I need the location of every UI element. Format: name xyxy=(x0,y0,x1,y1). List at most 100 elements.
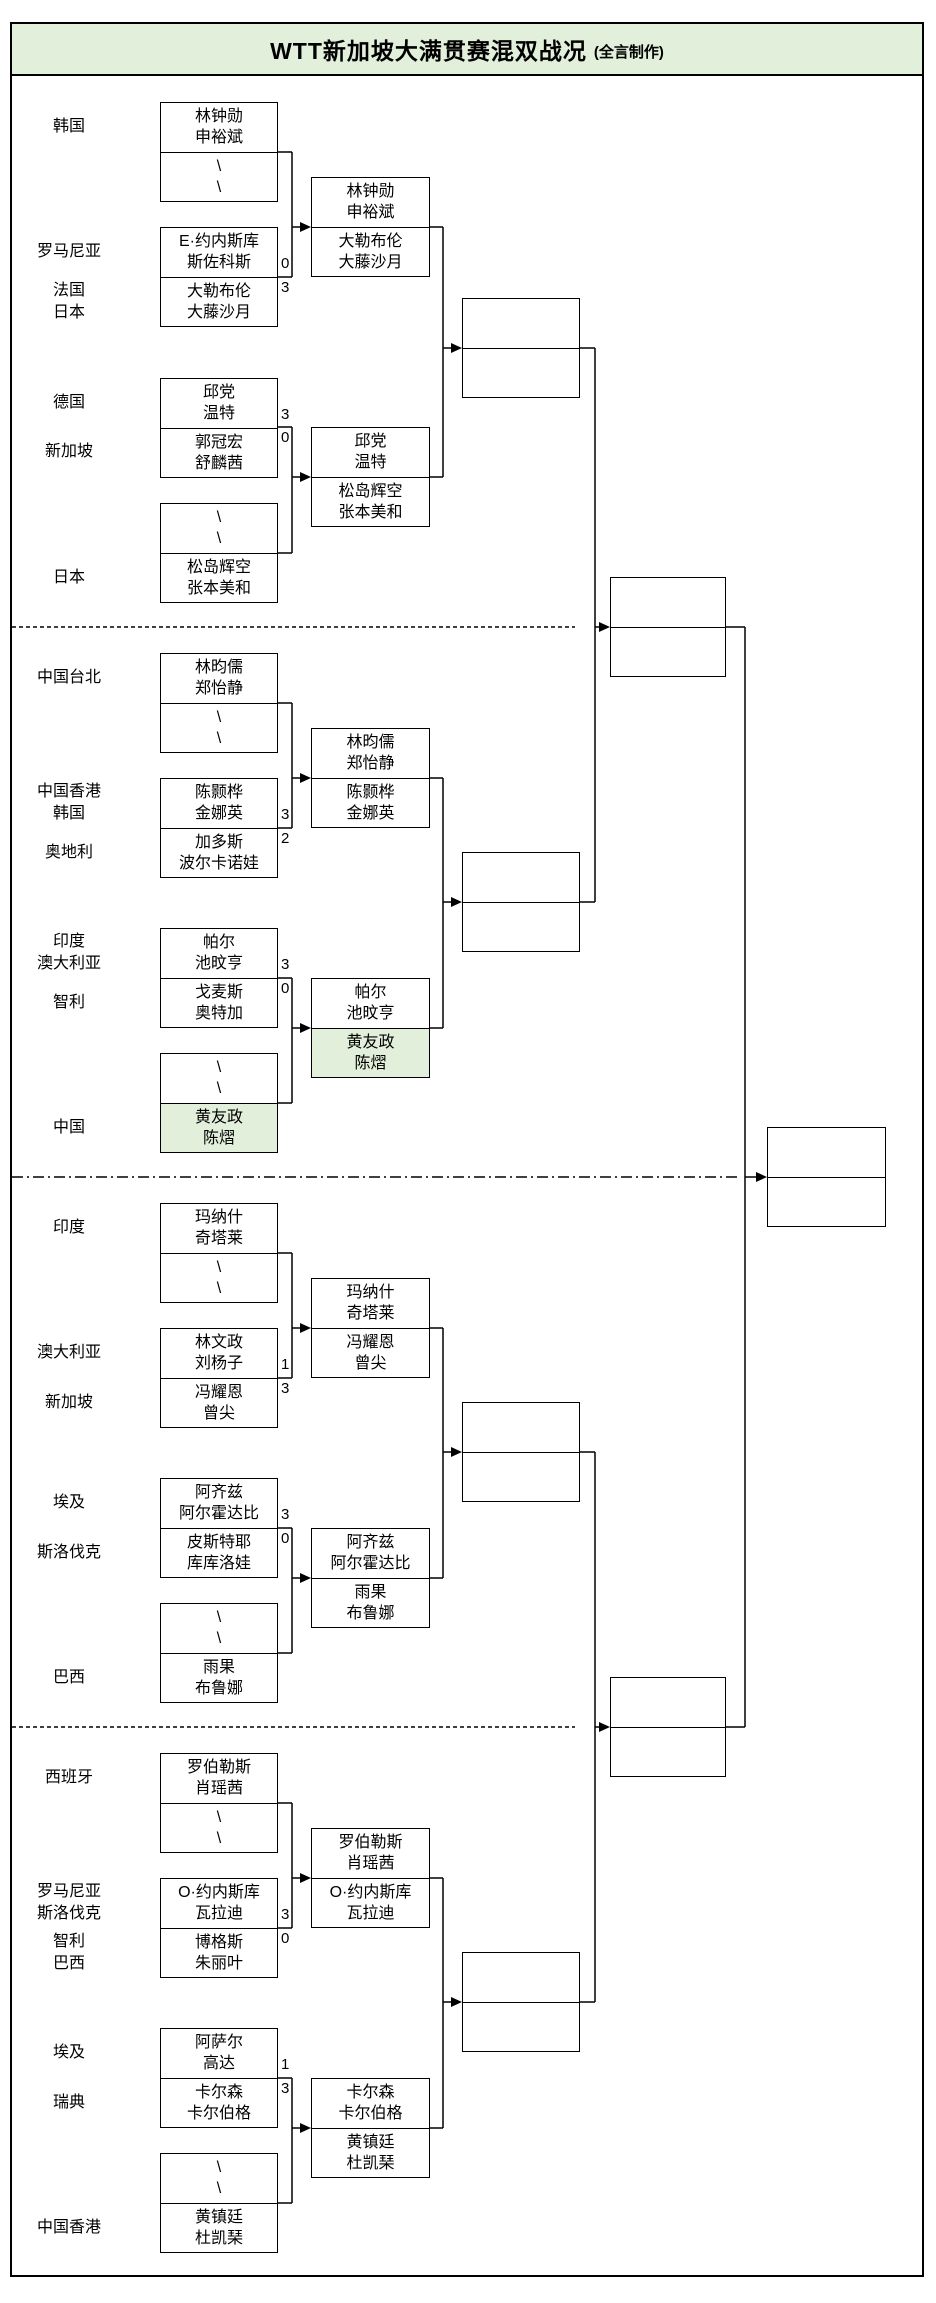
r32-match-box: E·约内斯库斯佐科斯大勒布伦大藤沙月 xyxy=(160,227,278,327)
country-label: 澳大利亚 xyxy=(14,1328,124,1378)
country-name: 巴西 xyxy=(52,1669,85,1686)
country-name: 韩国 xyxy=(52,118,85,135)
player-name: 松岛辉空 xyxy=(338,482,403,500)
team-cell: 大勒布伦大藤沙月 xyxy=(312,226,429,277)
country-name: 智利 xyxy=(52,1933,85,1950)
country-label: 智利巴西 xyxy=(14,1928,124,1978)
player-name: 帕尔 xyxy=(202,934,235,952)
player-name: 布鲁娜 xyxy=(346,1604,395,1622)
team-cell: 林昀儒郑怡静 xyxy=(161,654,277,703)
player-name: 波尔卡诺娃 xyxy=(178,854,259,872)
player-name: 卡尔伯格 xyxy=(338,2105,403,2123)
team-cell: 加多斯波尔卡诺娃 xyxy=(161,827,277,878)
country-name: 瑞典 xyxy=(52,2094,85,2111)
empty-cell xyxy=(463,2001,579,2052)
player-name: E·约内斯库 xyxy=(178,233,259,251)
match-score: 3 xyxy=(281,1380,290,1397)
player-name: 林钟勋 xyxy=(346,183,395,201)
player-name: 陈熠 xyxy=(202,1129,235,1147)
country-label: 印度 xyxy=(14,1203,124,1253)
qf-box xyxy=(462,1952,580,2052)
team-cell: 阿齐兹阿尔霍达比 xyxy=(312,1529,429,1578)
qf-box xyxy=(462,852,580,952)
team-cell: 阿齐兹阿尔霍达比 xyxy=(161,1479,277,1528)
empty-cell xyxy=(463,1953,579,2002)
country-name: 斯洛伐克 xyxy=(36,1905,101,1922)
bye-cell: \\ xyxy=(161,151,277,202)
country-name: 日本 xyxy=(52,304,85,321)
bye-cell: \\ xyxy=(161,1604,277,1653)
outer-frame xyxy=(10,22,924,2277)
player-name: 金娜英 xyxy=(194,805,243,823)
qf-box xyxy=(462,1402,580,1502)
player-name: \ xyxy=(216,1808,222,1826)
match-score: 3 xyxy=(281,1906,290,1923)
team-cell: 玛纳什奇塔莱 xyxy=(312,1279,429,1328)
r32-match-box: 阿萨尔高达卡尔森卡尔伯格 xyxy=(160,2028,278,2128)
team-cell: 戈麦斯奥特加 xyxy=(161,977,277,1028)
team-cell: 松岛辉空张本美和 xyxy=(312,476,429,527)
team-cell: 雨果布鲁娜 xyxy=(161,1652,277,1703)
country-label: 中国 xyxy=(14,1103,124,1153)
team-cell: O·约内斯库瓦拉迪 xyxy=(312,1877,429,1928)
player-name: 卡尔森 xyxy=(194,2083,243,2101)
bye-cell: \\ xyxy=(161,1802,277,1853)
player-name: \ xyxy=(216,1630,222,1648)
country-name: 埃及 xyxy=(52,2044,85,2061)
player-name: 林文政 xyxy=(194,1334,243,1352)
qf-box xyxy=(462,298,580,398)
country-name: 智利 xyxy=(52,994,85,1011)
player-name: 雨果 xyxy=(354,1583,387,1601)
match-score: 0 xyxy=(281,429,290,446)
match-score: 3 xyxy=(281,406,290,423)
r16-box: 阿齐兹阿尔霍达比雨果布鲁娜 xyxy=(311,1528,430,1628)
player-name: 黄镇廷 xyxy=(194,2208,243,2226)
country-label: 中国台北 xyxy=(14,653,124,703)
player-name: 松岛辉空 xyxy=(186,558,251,576)
title-credit: (全言制作) xyxy=(593,43,664,61)
player-name: 林昀儒 xyxy=(194,659,243,677)
empty-cell xyxy=(463,901,579,952)
team-cell: 帕尔池旼亨 xyxy=(312,979,429,1028)
country-label: 中国香港韩国 xyxy=(14,778,124,828)
team-cell: 林钟勋申裕斌 xyxy=(161,103,277,152)
player-name: 大勒布伦 xyxy=(186,282,251,300)
r32-match-box: 陈颢桦金娜英加多斯波尔卡诺娃 xyxy=(160,778,278,878)
player-name: 金娜英 xyxy=(346,804,395,822)
team-cell: 郭冠宏舒麟茜 xyxy=(161,427,277,478)
player-name: 温特 xyxy=(354,454,387,472)
player-name: 帕尔 xyxy=(354,984,387,1002)
player-name: 舒麟茜 xyxy=(194,454,243,472)
r32-match-box: \\松岛辉空张本美和 xyxy=(160,503,278,603)
player-name: 杜凯琹 xyxy=(194,2229,243,2247)
team-cell: 黄镇廷杜凯琹 xyxy=(312,2127,429,2178)
player-name: 瓦拉迪 xyxy=(194,1905,243,1923)
team-cell: 林昀儒郑怡静 xyxy=(312,729,429,778)
player-name: 杜凯琹 xyxy=(346,2154,395,2172)
country-name: 巴西 xyxy=(52,1955,85,1972)
country-label: 日本 xyxy=(14,553,124,603)
player-name: \ xyxy=(216,2159,222,2177)
match-score: 0 xyxy=(281,1530,290,1547)
match-score: 3 xyxy=(281,279,290,296)
country-label: 巴西 xyxy=(14,1653,124,1703)
country-label: 埃及 xyxy=(14,2028,124,2078)
player-name: \ xyxy=(216,530,222,548)
r32-match-box: 邱党温特郭冠宏舒麟茜 xyxy=(160,378,278,478)
match-score: 3 xyxy=(281,956,290,973)
team-cell: 罗伯勒斯肖瑶茜 xyxy=(312,1829,429,1878)
r16-box: 卡尔森卡尔伯格黄镇廷杜凯琹 xyxy=(311,2078,430,2178)
r32-match-box: 阿齐兹阿尔霍达比皮斯特耶库库洛娃 xyxy=(160,1478,278,1578)
team-cell: 林钟勋申裕斌 xyxy=(312,178,429,227)
final-box xyxy=(767,1127,886,1227)
empty-cell xyxy=(463,1451,579,1502)
player-name: 阿尔霍达比 xyxy=(330,1555,411,1573)
player-name: 玛纳什 xyxy=(194,1209,243,1227)
sf-box xyxy=(610,1677,726,1777)
team-cell: 博格斯朱丽叶 xyxy=(161,1927,277,1978)
team-cell: O·约内斯库瓦拉迪 xyxy=(161,1879,277,1928)
player-name: \ xyxy=(216,157,222,175)
player-name: \ xyxy=(216,1059,222,1077)
player-name: 温特 xyxy=(202,405,235,423)
player-name: 郑怡静 xyxy=(346,755,395,773)
